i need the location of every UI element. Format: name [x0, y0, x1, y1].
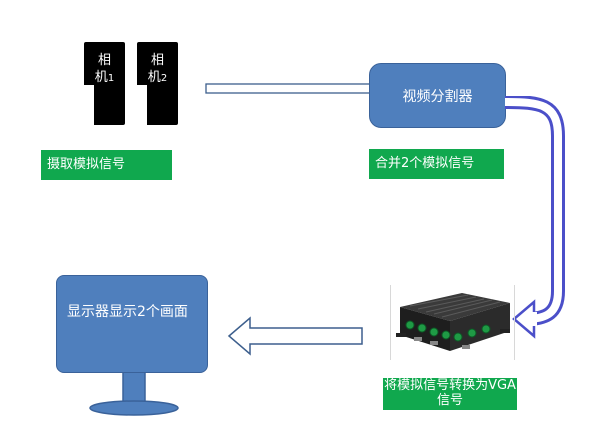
video-splitter-box: 视频分割器	[369, 63, 506, 128]
camera-2-label: 相 机2	[137, 52, 178, 87]
camera-2-line1: 相	[150, 53, 164, 68]
converter-border-right	[514, 285, 515, 360]
camera-1-subscript: 1	[107, 73, 115, 84]
monitor-stand	[89, 368, 179, 416]
merge-signal-label: 合并2个模拟信号	[369, 149, 504, 179]
vga-converter-device	[396, 293, 510, 351]
converter-label-text: 将模拟信号转换为VGA信号	[384, 378, 516, 408]
camera-2: 相 机2	[137, 42, 178, 125]
camera-1-line1: 相	[97, 53, 111, 68]
camera-splitter-connector	[205, 83, 375, 94]
converter-border-left	[390, 285, 391, 360]
camera-2-subscript: 2	[160, 73, 168, 84]
camera-1-label: 相 机1	[84, 52, 125, 87]
camera-1-line2: 机	[94, 70, 108, 85]
camera-1-notch	[84, 85, 94, 125]
camera-2-line2: 机	[147, 70, 161, 85]
monitor-label: 显示器显示2个画面	[67, 304, 188, 320]
converter-monitor-arrow	[227, 316, 363, 356]
splitter-converter-arrow	[504, 96, 565, 339]
monitor-screen: 显示器显示2个画面	[56, 275, 208, 373]
converter-label: 将模拟信号转换为VGA信号	[383, 378, 517, 410]
video-splitter-label: 视频分割器	[402, 89, 473, 105]
capture-signal-label: 摄取模拟信号	[41, 150, 172, 180]
camera-2-notch	[137, 85, 147, 125]
